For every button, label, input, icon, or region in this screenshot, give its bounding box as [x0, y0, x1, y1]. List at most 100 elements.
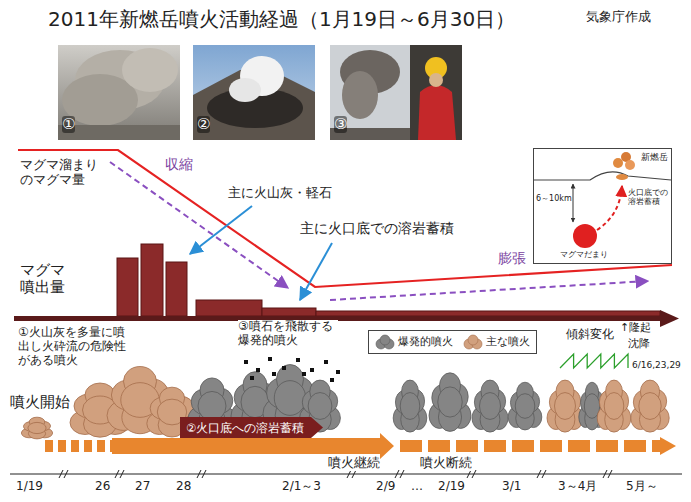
time-axis: [10, 474, 682, 475]
axis-break: [347, 470, 356, 478]
main-eruption-cloud: [604, 393, 624, 420]
time-axis: [10, 474, 682, 475]
photo-eruption: [330, 45, 462, 140]
explosive-eruption-cloud: [480, 393, 501, 420]
photo-ash-plume: [58, 45, 180, 140]
main-eruption-cloud: [28, 422, 46, 433]
date-label: 26: [95, 480, 110, 494]
explosive-eruption-cloud: [438, 387, 463, 417]
ejecta-dot: [268, 357, 272, 361]
ejecta-dot: [310, 368, 314, 372]
ejecta-dot: [282, 366, 286, 370]
output-bars: [196, 300, 262, 316]
date-label: …: [411, 480, 423, 494]
main-eruption-cloud: [597, 380, 631, 432]
date-label: 28: [176, 480, 191, 494]
inset-figure: [625, 160, 635, 170]
legend-item: 爆発的噴火: [375, 334, 453, 350]
legend-item: 主な噴火: [463, 334, 530, 350]
node-text: ②火口底への溶岩蓄積: [180, 420, 322, 437]
main-eruption-cloud: [547, 380, 583, 432]
ejecta-dot: [324, 360, 328, 364]
photo-crater: [193, 70, 315, 140]
annotation: ③噴石を飛散する爆発的噴火: [238, 320, 338, 348]
inset-figure: [573, 184, 574, 222]
axis-break: [59, 470, 68, 478]
annotation: 沈降: [628, 338, 650, 351]
pointer-arrow: [190, 206, 252, 254]
inset-figure: [533, 148, 672, 264]
output-bars: [166, 262, 187, 316]
output-bars: [141, 244, 163, 316]
inset-figure: [534, 172, 671, 180]
output-bars: [316, 311, 660, 316]
node-text: マグマだまり: [560, 250, 608, 259]
explosive-eruption-cloud: [400, 393, 420, 420]
annotation: 主に火口底での溶岩蓄積: [300, 220, 454, 236]
photo-crater: [229, 78, 261, 102]
ejecta-dot: [256, 368, 260, 372]
lava-band: [660, 437, 676, 455]
title: 2011年新燃岳噴火活動経過（1月19日～6月30日）: [48, 8, 515, 31]
photo-crater: [193, 45, 315, 140]
annotation: 噴火断続: [420, 456, 472, 471]
annotation: 主に火山灰・軽石: [228, 186, 332, 201]
inset-box: 新燃岳6～10km火口底での溶岩蓄積マグマだまり: [533, 148, 672, 264]
callout-number: ③: [334, 116, 347, 133]
node-text: 新燃岳: [641, 152, 668, 162]
main-eruption-cloud: [21, 417, 52, 439]
node-text: 6～10km: [536, 194, 572, 203]
inset-figure: [533, 148, 672, 264]
legend-swatch: [468, 335, 478, 345]
explosive-eruption-cloud: [274, 381, 306, 416]
photo-eruption: [342, 71, 378, 119]
axis-break: [197, 470, 206, 478]
photo-eruption: [429, 73, 443, 87]
output-axis-arrow: [660, 310, 679, 327]
explosive-eruption-cloud: [515, 394, 535, 419]
output-bars: [117, 244, 660, 316]
annotation: マグマ溜まりのマグマ量: [20, 158, 102, 188]
main-eruption-cloud: [555, 393, 576, 420]
axis-break: [467, 470, 476, 478]
axis-break: [115, 470, 124, 478]
tilt-sawtooth: [560, 354, 628, 368]
explosive-eruption-cloud: [472, 380, 508, 432]
date-label: 27: [135, 480, 150, 494]
ejecta-dot: [250, 376, 254, 380]
annotation: 膨張: [498, 250, 526, 266]
explosive-eruption-cloud: [393, 380, 427, 432]
explosive-eruption-cloud: [429, 373, 471, 432]
pointer-arrow: [300, 243, 332, 300]
legend-swatch: [380, 335, 390, 345]
legend-swatch: [375, 334, 395, 350]
annotation: ①火山灰を多量に噴出し火砕流の危険性がある噴火: [18, 326, 128, 367]
axis-break: [537, 470, 546, 478]
inset-figure: [573, 224, 597, 248]
ejecta-dot: [330, 378, 334, 382]
date-label: 2/19: [438, 480, 465, 494]
photo-ash-plume: [58, 125, 180, 140]
date-label: 2/1～3: [282, 480, 321, 494]
annotation: 気象庁作成: [586, 10, 651, 25]
explosive-eruption-cloud: [308, 393, 332, 420]
ejecta-dot: [272, 372, 276, 376]
photo-ash-plume: [58, 45, 180, 140]
callout-number: ①: [62, 116, 75, 133]
inset-figure: [613, 158, 623, 168]
photo-eruption: [330, 45, 410, 140]
photo-ash-plume: [122, 48, 178, 92]
ejecta-dot: [296, 358, 300, 362]
date-label: 5月～: [626, 480, 658, 494]
annotation: ↑隆起: [620, 322, 651, 335]
annotation: 収縮: [165, 156, 193, 172]
annotation: 6/16,23,29: [632, 360, 681, 370]
ejecta-dot: [336, 370, 340, 374]
main-eruption-cloud: [639, 393, 661, 420]
photo-crater: [193, 45, 315, 140]
main-eruption-cloud: [631, 380, 669, 432]
axis-break: [603, 470, 612, 478]
output-axis-arrow: [14, 310, 679, 327]
legend-swatch: [463, 334, 483, 350]
